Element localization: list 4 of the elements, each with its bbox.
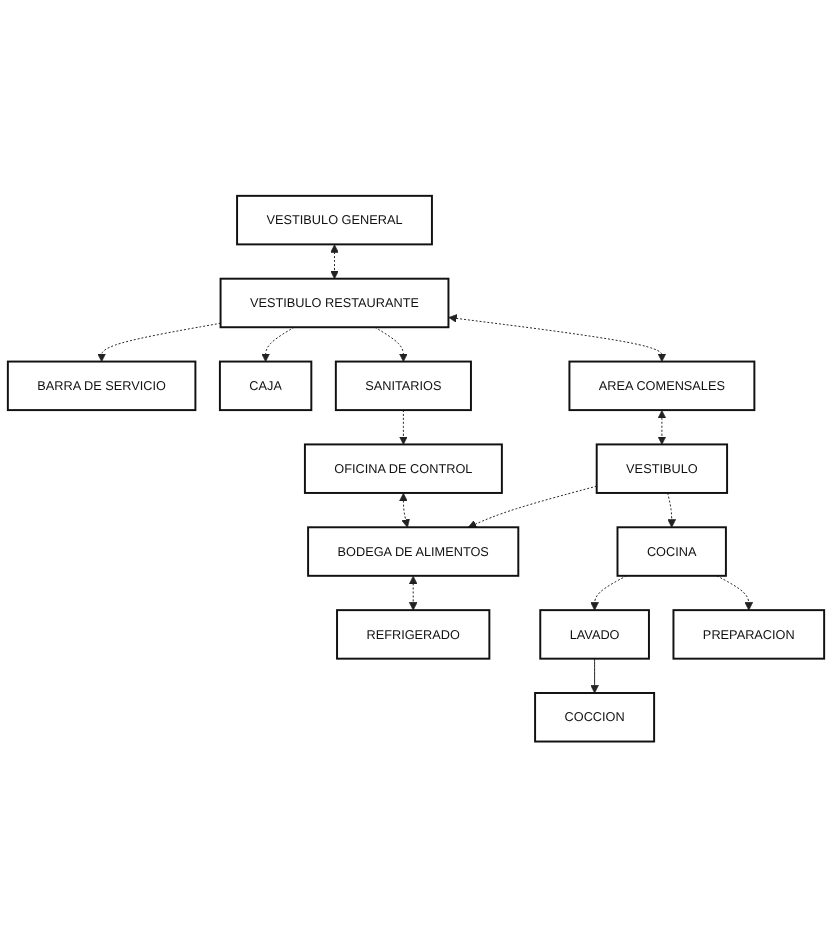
arrow bbox=[408, 575, 418, 610]
arrow bbox=[657, 409, 667, 445]
arrow bbox=[399, 492, 410, 527]
arrow bbox=[330, 243, 339, 279]
